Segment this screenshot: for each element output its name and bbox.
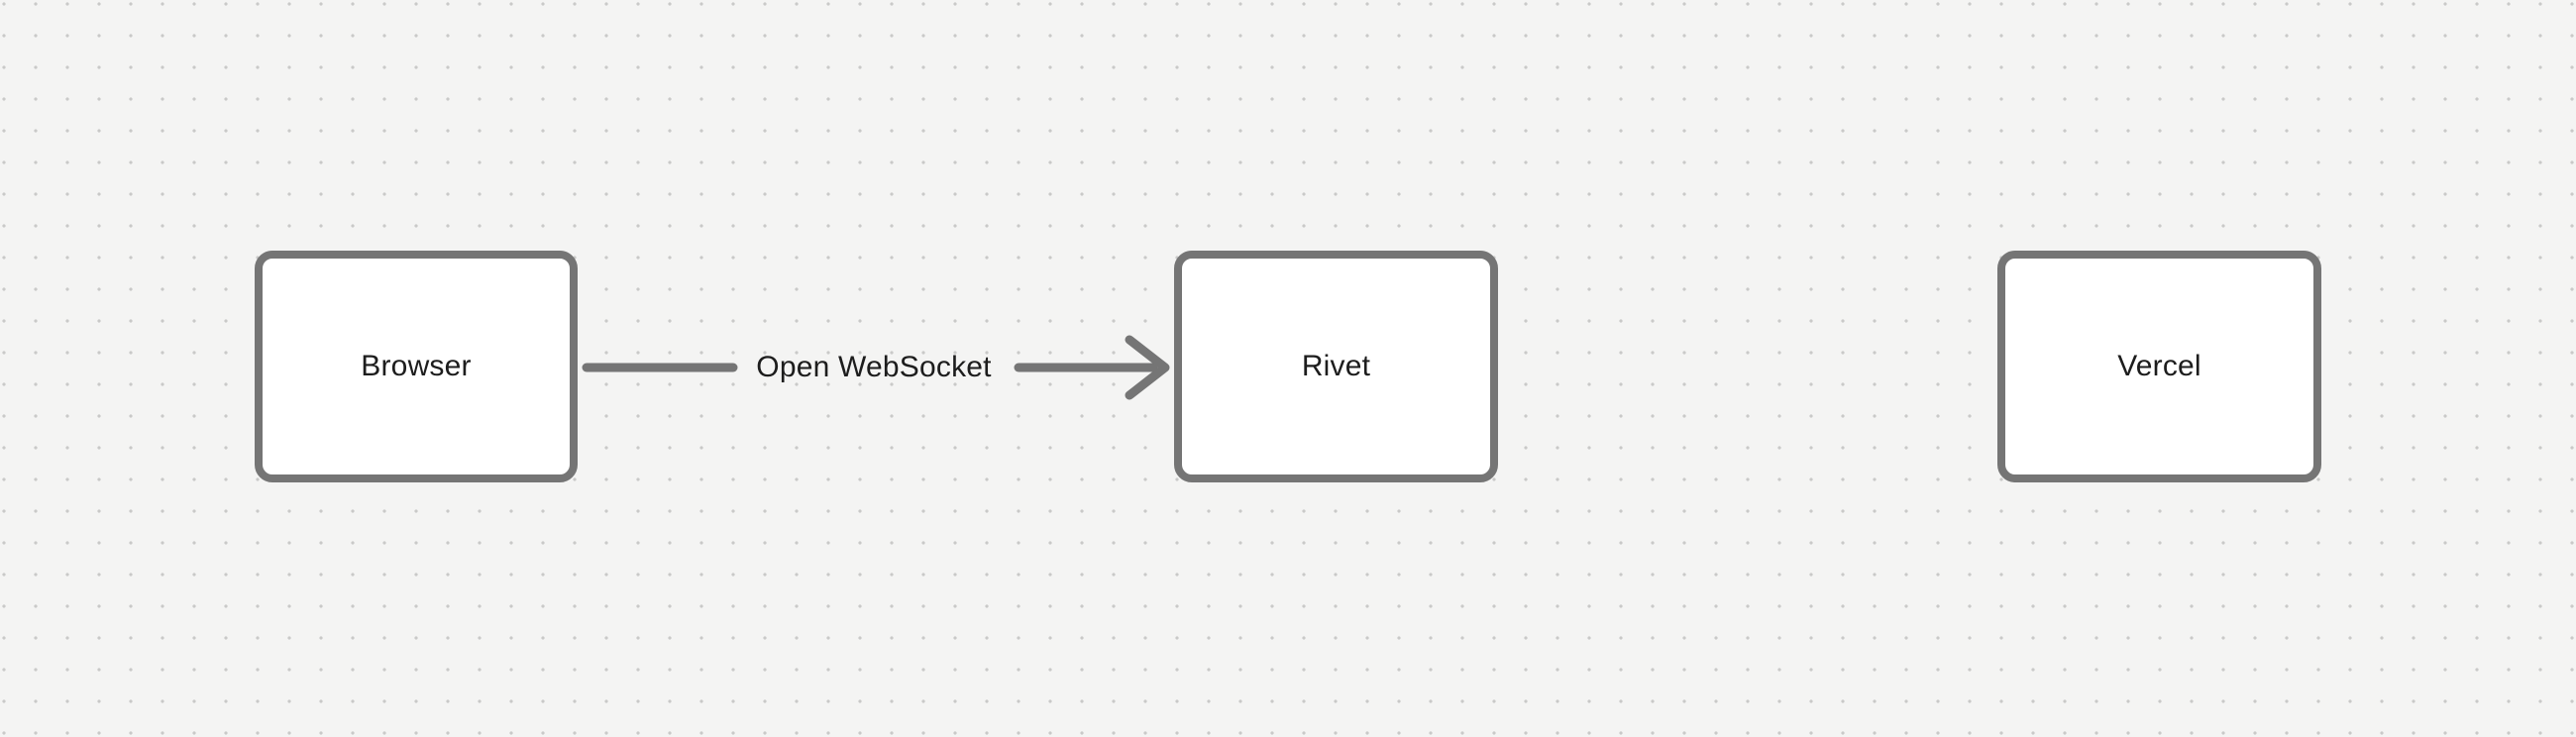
node-rivet[interactable]: Rivet xyxy=(1174,251,1498,482)
node-vercel[interactable]: Vercel xyxy=(1997,251,2321,482)
arrowhead-icon xyxy=(1125,335,1170,400)
node-browser[interactable]: Browser xyxy=(255,251,578,482)
node-browser-label: Browser xyxy=(361,350,472,382)
edge-label-open-websocket: Open WebSocket xyxy=(756,351,992,383)
edge-browser-to-rivet[interactable] xyxy=(582,335,1170,400)
node-vercel-label: Vercel xyxy=(2117,350,2201,382)
node-rivet-label: Rivet xyxy=(1301,350,1371,382)
